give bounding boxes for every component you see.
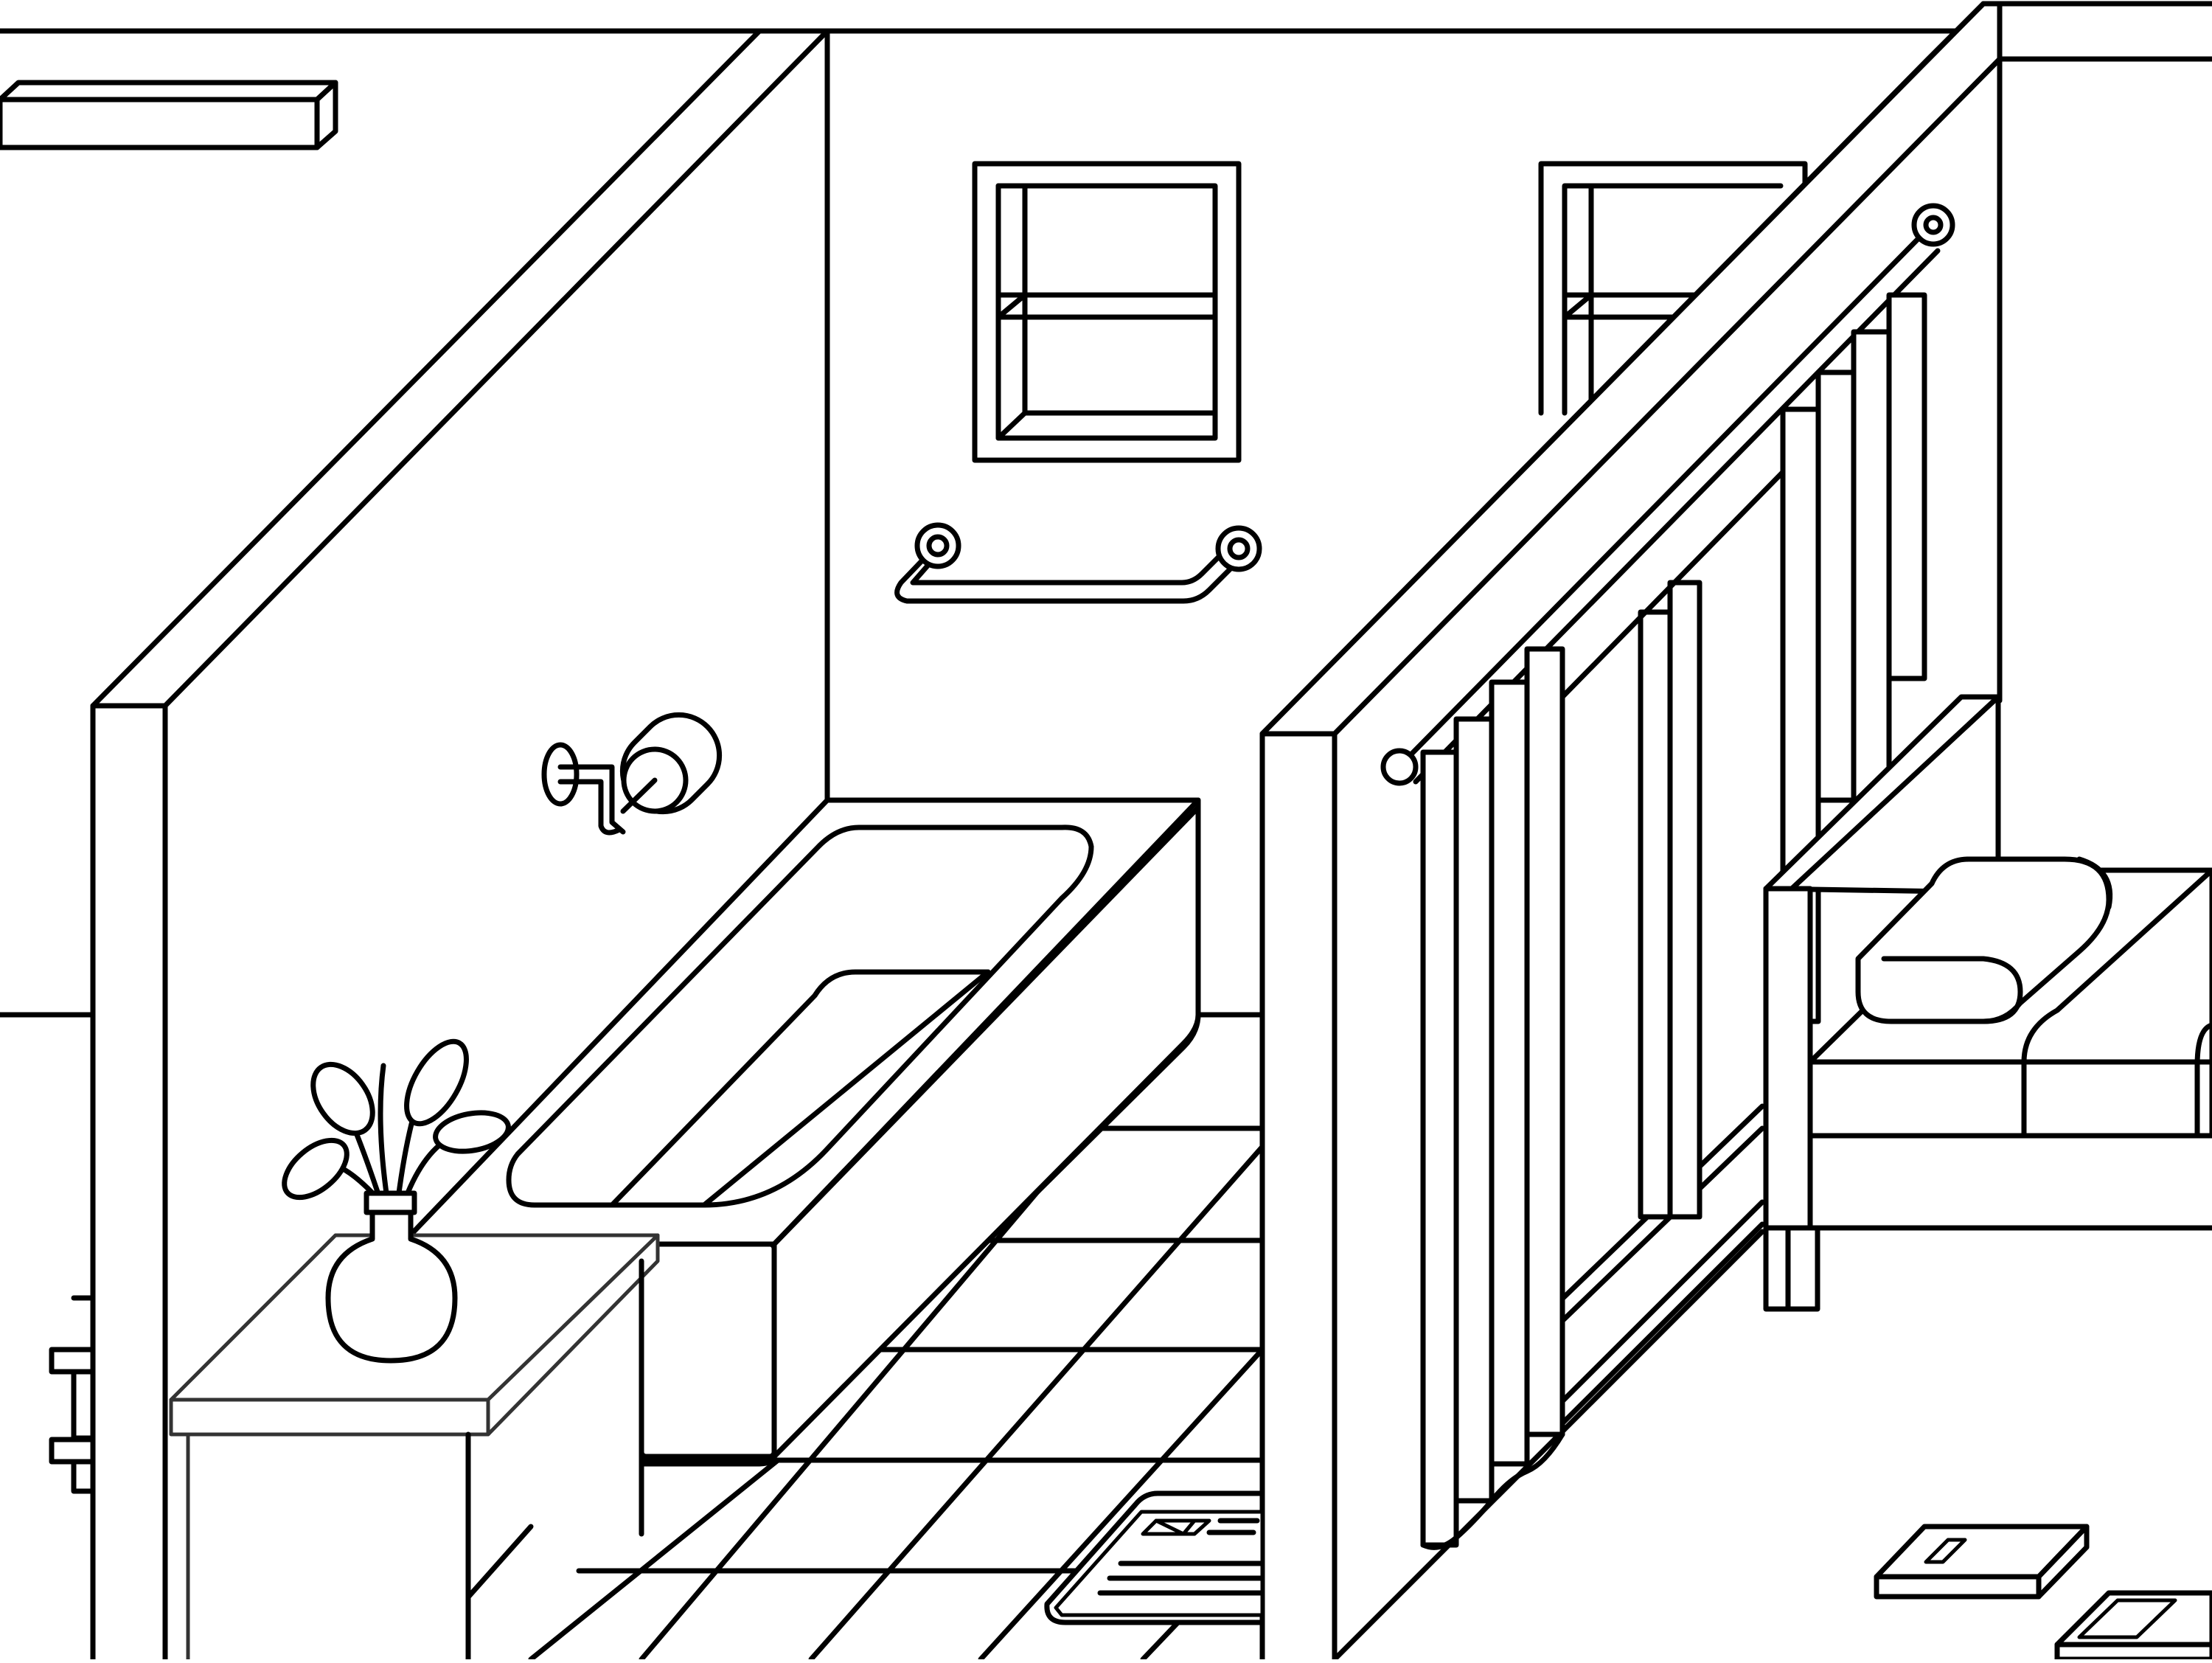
side-table — [169, 1233, 660, 1663]
left-partition-wall — [90, 28, 830, 1663]
towel-rail — [894, 522, 1262, 604]
wall-shelf-left — [49, 1295, 96, 1494]
window-left — [972, 161, 1242, 463]
bath-mat — [1044, 1490, 1265, 1625]
bathtub — [399, 797, 1201, 1467]
bed — [1763, 694, 2212, 1312]
shower-curtain — [1380, 203, 1955, 1550]
floor-tiles — [410, 1125, 1265, 1662]
background-walls — [0, 1, 2212, 1018]
ceiling-light-fixture — [0, 80, 338, 150]
book-stack — [1874, 1524, 2090, 1600]
vase-with-plant — [282, 1038, 511, 1364]
toilet-paper-holder — [541, 712, 723, 836]
right-partition-wall — [1259, 1, 2003, 1663]
window-right — [1538, 161, 1808, 416]
book-flat — [2054, 1590, 2212, 1662]
